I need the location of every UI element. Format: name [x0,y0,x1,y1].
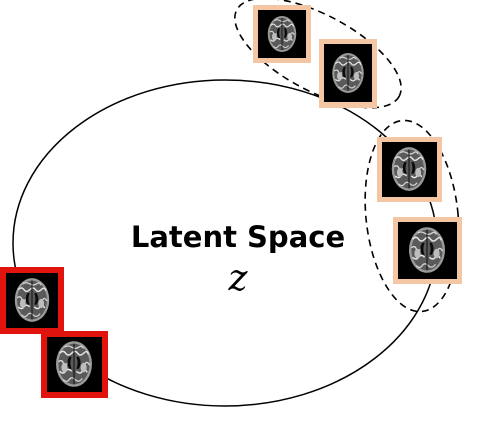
brain-mri-axial-slice-icon [331,52,365,94]
scan-thumbnail-left-1 [0,267,64,334]
scan-thumbnail-top-2 [319,39,377,108]
latent-space-title: Latent Space [131,220,345,254]
cluster-right-outline [364,119,460,313]
brain-mri-axial-slice-icon [55,340,93,388]
brain-mri-axial-slice-icon [14,277,50,323]
scan-thumbnail-top-1 [253,5,311,63]
brain-mri-axial-slice-icon [408,226,446,274]
scan-thumbnail-left-2 [41,331,108,398]
brain-mri-axial-slice-icon [267,15,297,53]
brain-mri-axial-slice-icon [391,146,427,192]
cluster-top-outline [234,0,402,109]
latent-variable-z: z [228,258,249,299]
scan-thumbnail-right-1 [377,137,442,202]
scan-thumbnail-right-2 [393,217,462,284]
